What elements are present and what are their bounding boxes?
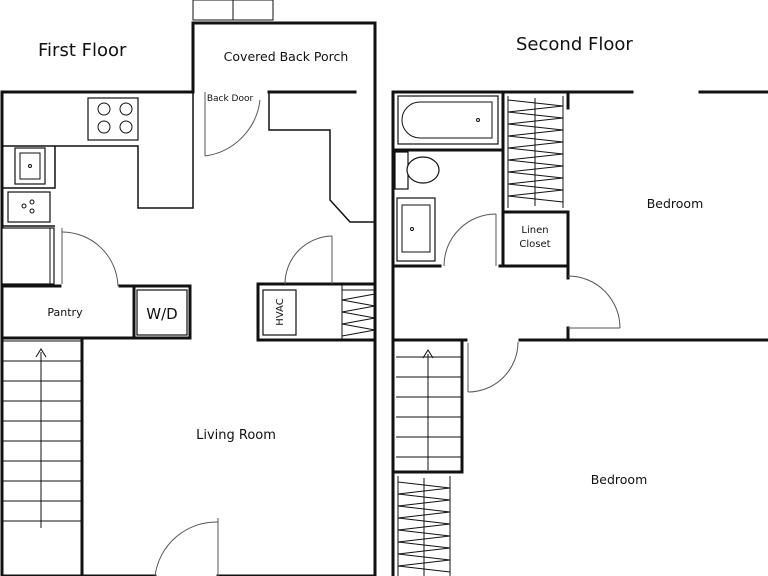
first-floor-title: First Floor [38, 40, 127, 61]
pantry-walls [0, 284, 192, 340]
upper-bedroom-door [567, 275, 621, 329]
front-door [154, 518, 219, 576]
porch-outline [191, 0, 377, 94]
hvac-label: HVAC [275, 298, 286, 325]
lower-bedroom-door [467, 341, 519, 393]
kitchen-counters [2, 92, 375, 227]
first-floor-stairs [2, 336, 84, 576]
back-door [204, 92, 261, 157]
linen-label-line1: Linen [521, 225, 548, 236]
hvac-closet [256, 235, 377, 342]
linen-label-line2: Closet [519, 239, 550, 250]
bathroom-sink-icon [396, 197, 436, 262]
upper-wardrobe [507, 90, 570, 208]
lower-wardrobe [397, 476, 451, 576]
bathroom [391, 90, 570, 268]
upper-bedroom-walls [391, 210, 768, 342]
first-floor: Covered Back Porch Back Door Pantry W/D … [0, 0, 377, 576]
toilet-icon [394, 151, 440, 190]
washer-dryer-label: W/D [146, 305, 177, 323]
lower-bedroom-label: Bedroom [591, 472, 648, 487]
living-room-label: Living Room [196, 428, 276, 443]
bathtub-icon [397, 95, 499, 145]
bathroom-door [443, 213, 497, 267]
washer-dryer-box [136, 289, 188, 336]
second-floor-title: Second Floor [516, 34, 633, 55]
porch-label: Covered Back Porch [224, 49, 349, 64]
pantry-label: Pantry [47, 306, 83, 319]
kitchen-sink-icon [14, 147, 46, 185]
second-floor-outer-walls [391, 90, 768, 576]
back-door-label: Back Door [207, 94, 254, 104]
upper-bedroom-label: Bedroom [647, 196, 704, 211]
stove-icon [87, 97, 139, 141]
pantry-door [61, 228, 119, 287]
refrigerator-icon [1, 227, 55, 285]
second-floor: Bedroom Linen Closet Bedroom [391, 90, 768, 576]
dishwasher-icon [7, 191, 51, 223]
second-floor-stairs [391, 338, 464, 474]
